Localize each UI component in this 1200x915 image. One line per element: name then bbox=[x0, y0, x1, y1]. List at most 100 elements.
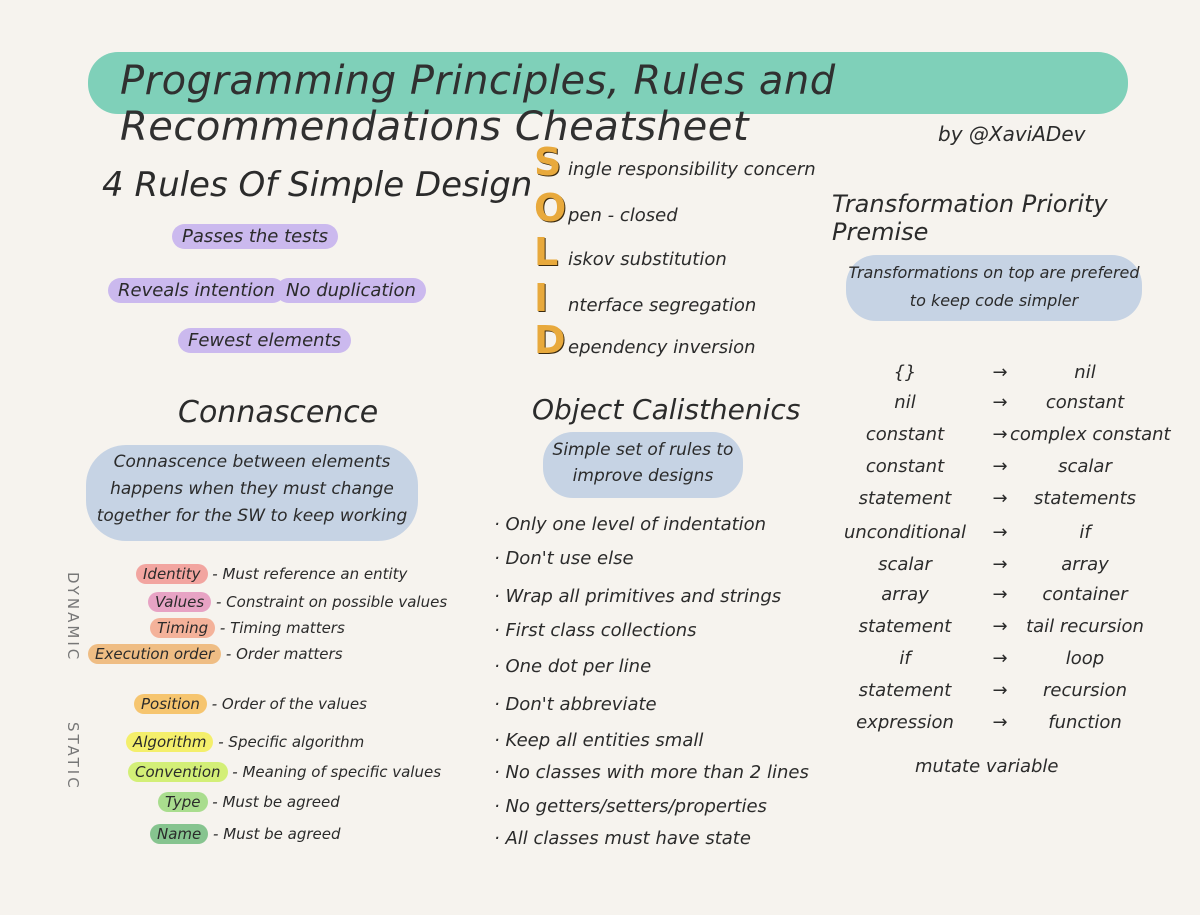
arrow-right-icon: → bbox=[992, 456, 1008, 477]
calisthenics-rule: · No getters/setters/properties bbox=[494, 796, 767, 817]
tpp-from: statement bbox=[858, 680, 952, 701]
tpp-from: if bbox=[899, 648, 911, 669]
connascence-type-desc: - Timing matters bbox=[219, 619, 345, 637]
tpp-from: scalar bbox=[878, 554, 932, 575]
tpp-to: if bbox=[1079, 522, 1091, 543]
calisthenics-rule: · No classes with more than 2 lines bbox=[494, 762, 809, 783]
connascence-item: Timing - Timing matters bbox=[150, 618, 345, 638]
arrow-right-icon: → bbox=[992, 392, 1008, 413]
tpp-from: statement bbox=[858, 488, 952, 509]
solid-word: iskov substitution bbox=[568, 249, 727, 270]
tpp-to: array bbox=[1061, 554, 1109, 575]
calisthenics-rule: · Wrap all primitives and strings bbox=[494, 586, 782, 607]
arrow-right-icon: → bbox=[992, 648, 1008, 669]
connascence-type-label: Timing bbox=[150, 618, 216, 638]
tpp-from: statement bbox=[858, 616, 952, 637]
connascence-type-desc: - Must reference an entity bbox=[212, 565, 408, 583]
calisthenics-rule: · One dot per line bbox=[494, 656, 652, 677]
rule-passes-tests: Passes the tests bbox=[172, 224, 339, 249]
connascence-type-desc: - Specific algorithm bbox=[218, 733, 365, 751]
arrow-right-icon: → bbox=[992, 362, 1008, 383]
connascence-type-desc: - Constraint on possible values bbox=[216, 593, 448, 611]
connascence-item: Algorithm - Specific algorithm bbox=[126, 732, 364, 752]
solid-word: ingle responsibility concern bbox=[568, 159, 816, 180]
connascence-type-label: Convention bbox=[128, 762, 228, 782]
connascence-item: Values - Constraint on possible values bbox=[148, 592, 447, 612]
static-label: STATIC bbox=[64, 722, 82, 791]
simple-design-heading: 4 Rules Of Simple Design bbox=[102, 165, 533, 205]
calisthenics-rule: · Keep all entities small bbox=[494, 730, 704, 751]
solid-word: nterface segregation bbox=[568, 295, 757, 316]
calisthenics-rule: · First class collections bbox=[494, 620, 697, 641]
tpp-row: if → loop bbox=[840, 648, 1160, 674]
tpp-row: expression → function bbox=[840, 712, 1160, 738]
tpp-to: statements bbox=[1033, 488, 1137, 509]
calisthenics-rule: · Don't use else bbox=[494, 548, 634, 569]
arrow-right-icon: → bbox=[992, 554, 1008, 575]
object-calisthenics-description: Simple set of rules to improve designs bbox=[543, 432, 743, 498]
connascence-item: Convention - Meaning of specific values bbox=[128, 762, 441, 782]
solid-word: ependency inversion bbox=[568, 337, 756, 358]
connascence-item: Type - Must be agreed bbox=[158, 792, 340, 812]
arrow-right-icon: → bbox=[992, 424, 1008, 445]
calisthenics-rule: · Only one level of indentation bbox=[494, 514, 767, 535]
tpp-description: Transformations on top are prefered to k… bbox=[846, 255, 1142, 321]
tpp-from: {} bbox=[893, 362, 917, 383]
tpp-row: unconditional → if bbox=[840, 522, 1160, 548]
object-calisthenics-heading: Object Calisthenics bbox=[532, 393, 801, 426]
tpp-row: scalar → array bbox=[840, 554, 1160, 580]
dynamic-label: DYNAMIC bbox=[64, 572, 82, 663]
arrow-right-icon: → bbox=[992, 680, 1008, 701]
tpp-from: constant bbox=[865, 456, 945, 477]
tpp-row: constant → scalar bbox=[840, 456, 1160, 482]
connascence-type-label: Algorithm bbox=[126, 732, 214, 752]
tpp-last-transformation: mutate variable bbox=[915, 756, 1059, 777]
rule-reveals-intention: Reveals intention bbox=[108, 278, 285, 303]
tpp-to: loop bbox=[1065, 648, 1105, 669]
connascence-item: Name - Must be agreed bbox=[150, 824, 341, 844]
page-title: Programming Principles, Rules and Recomm… bbox=[120, 58, 836, 150]
connascence-type-desc: - Order of the values bbox=[211, 695, 367, 713]
connascence-type-desc: - Meaning of specific values bbox=[232, 763, 442, 781]
tpp-from: constant bbox=[865, 424, 945, 445]
arrow-right-icon: → bbox=[992, 584, 1008, 605]
calisthenics-rule: · Don't abbreviate bbox=[494, 694, 657, 715]
connascence-type-desc: - Must be agreed bbox=[212, 793, 340, 811]
tpp-to: nil bbox=[1074, 362, 1096, 383]
tpp-to: complex constant bbox=[1010, 424, 1171, 445]
solid-word: pen - closed bbox=[568, 205, 678, 226]
connascence-type-label: Identity bbox=[136, 564, 208, 584]
tpp-row: {} → nil bbox=[840, 362, 1160, 388]
tpp-to: scalar bbox=[1058, 456, 1112, 477]
connascence-type-desc: - Must be agreed bbox=[213, 825, 341, 843]
tpp-to: tail recursion bbox=[1026, 616, 1144, 637]
tpp-to: container bbox=[1042, 584, 1128, 605]
tpp-to: function bbox=[1048, 712, 1122, 733]
tpp-to: constant bbox=[1045, 392, 1125, 413]
solid-letter: L bbox=[534, 230, 559, 274]
tpp-row: constant → complex constant bbox=[840, 424, 1171, 450]
connascence-type-label: Type bbox=[158, 792, 208, 812]
calisthenics-rule: · All classes must have state bbox=[494, 828, 751, 849]
connascence-description: Connascence between elements happens whe… bbox=[86, 445, 418, 541]
connascence-item: Execution order - Order matters bbox=[88, 644, 343, 664]
connascence-type-label: Position bbox=[134, 694, 207, 714]
tpp-row: statement → recursion bbox=[840, 680, 1160, 706]
tpp-from: expression bbox=[856, 712, 954, 733]
rule-fewest-elements: Fewest elements bbox=[178, 328, 351, 353]
tpp-row: array → container bbox=[840, 584, 1160, 610]
rule-no-duplication: No duplication bbox=[276, 278, 426, 303]
arrow-right-icon: → bbox=[992, 522, 1008, 543]
tpp-row: statement → tail recursion bbox=[840, 616, 1160, 642]
solid-letter: D bbox=[534, 318, 566, 362]
connascence-type-label: Name bbox=[150, 824, 209, 844]
tpp-from: unconditional bbox=[843, 522, 967, 543]
connascence-type-label: Values bbox=[148, 592, 212, 612]
solid-item: Open - closed bbox=[534, 186, 678, 230]
connascence-item: Identity - Must reference an entity bbox=[136, 564, 407, 584]
connascence-heading: Connascence bbox=[178, 395, 379, 430]
arrow-right-icon: → bbox=[992, 488, 1008, 509]
